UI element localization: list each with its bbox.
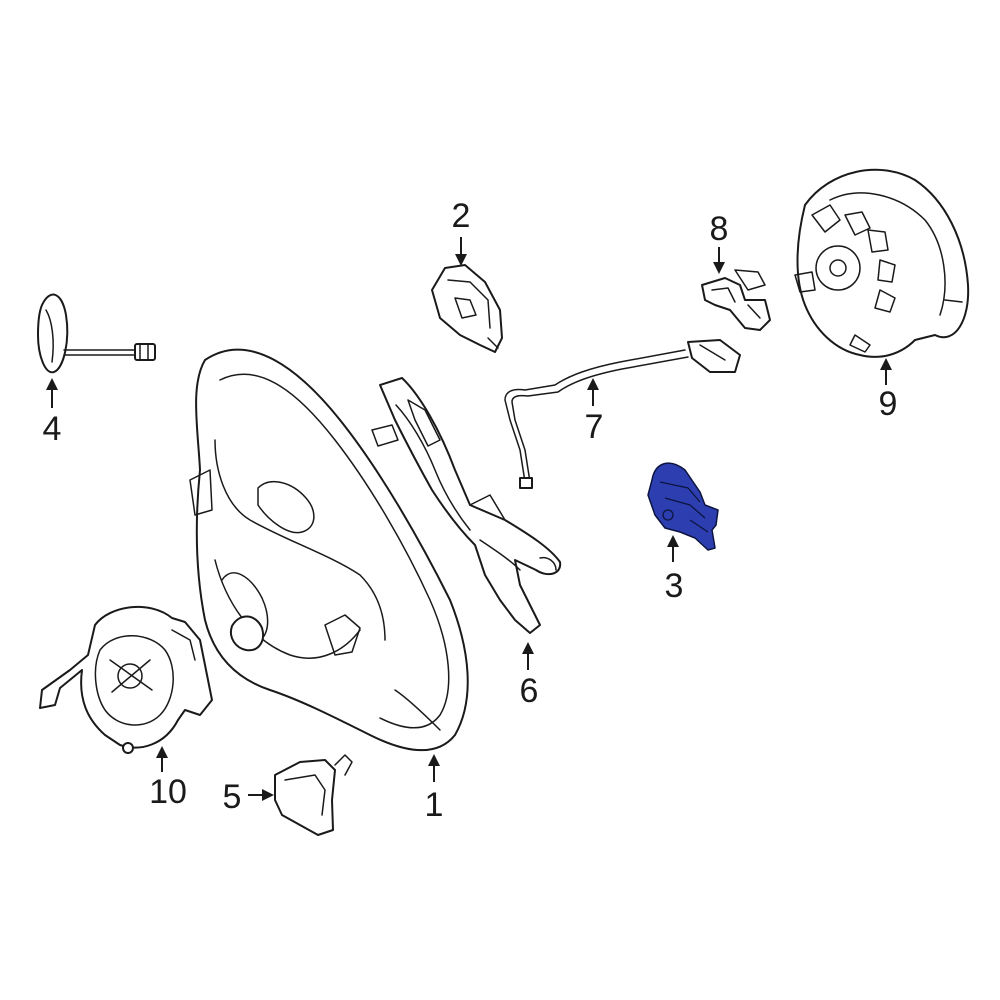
callout-1: 1 [425,786,444,824]
callout-5: 5 [223,778,242,816]
callout-8: 8 [710,210,729,248]
part-8-connector-switch[interactable] [701,269,771,331]
part-5-clip[interactable] [274,754,353,836]
callout-9: 9 [879,385,898,423]
callout-2: 2 [452,197,471,235]
callout-10: 10 [149,773,187,811]
part-2-switch[interactable] [431,264,503,353]
part-4-sensor-with-wire[interactable] [37,293,156,374]
callout-7: 7 [585,408,604,446]
part-10-clock-spring[interactable] [39,605,213,754]
callout-6: 6 [520,672,539,710]
callout-3: 3 [665,567,684,605]
callout-4: 4 [43,410,62,448]
part-7-wire-harness[interactable] [504,339,741,489]
callout-labels: 2 8 4 9 7 3 6 1 10 5 [43,197,898,824]
part-1-steering-wheel[interactable] [189,348,469,752]
callout-arrows [46,237,892,801]
part-9-airbag-module[interactable] [794,168,970,358]
part-6-switch-assembly[interactable] [371,377,562,634]
part-3-switch-highlighted[interactable] [647,462,719,551]
